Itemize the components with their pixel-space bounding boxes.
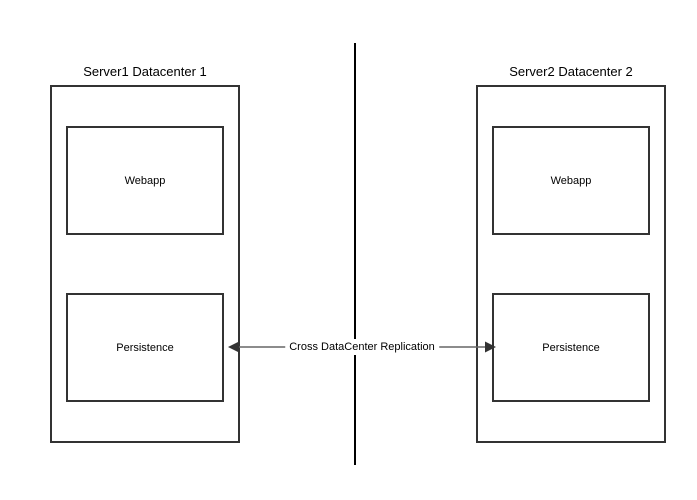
group-title-right: Server2 Datacenter 2 [509,64,633,79]
component-box-persistence-right: Persistence [492,293,650,402]
component-box-persistence-left: Persistence [66,293,224,402]
component-label-persistence-right: Persistence [542,341,600,354]
component-label-webapp-left: Webapp [124,174,166,187]
component-label-persistence-left: Persistence [116,341,174,354]
replication-connector: Cross DataCenter Replication [222,330,502,364]
component-box-webapp-left: Webapp [66,126,224,235]
component-label-webapp-right: Webapp [550,174,592,187]
replication-connector-label: Cross DataCenter Replication [285,339,439,355]
group-title-left: Server1 Datacenter 1 [83,64,207,79]
server-box-right: Webapp Persistence [476,85,666,443]
component-box-webapp-right: Webapp [492,126,650,235]
server-box-left: Webapp Persistence [50,85,240,443]
datacenter-divider-line [354,43,356,465]
